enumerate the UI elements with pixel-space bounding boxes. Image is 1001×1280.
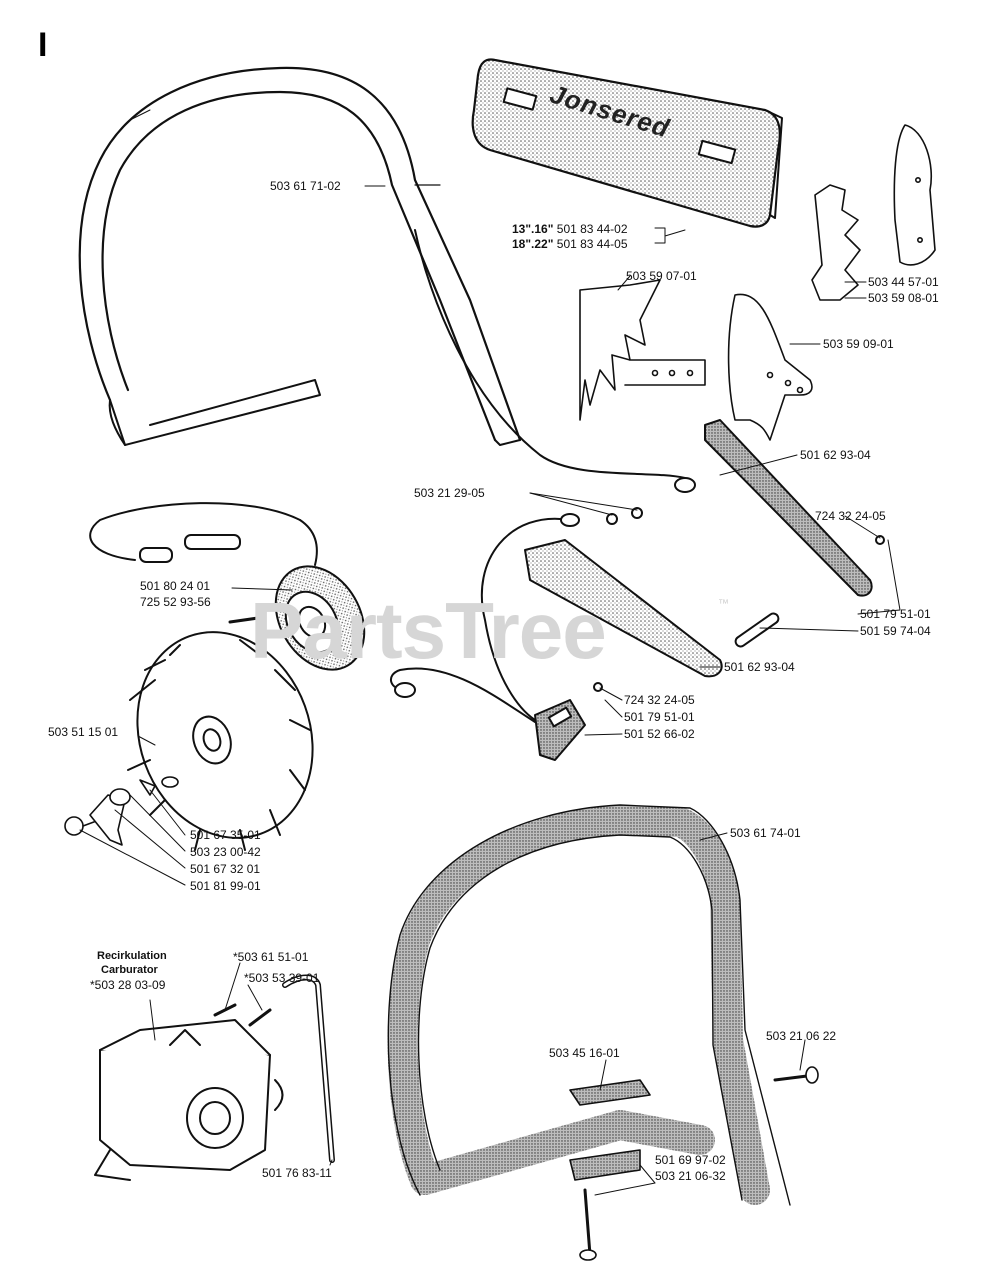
carburetor-drawing: [94, 1003, 284, 1181]
label-front-handle[interactable]: 503 61 71-02: [270, 179, 341, 193]
label-ignition-coil-2[interactable]: 725 52 93-56: [140, 595, 211, 609]
label-bumper-spike-b[interactable]: 503 59 09-01: [823, 337, 894, 351]
label-pawl-1[interactable]: 501 67 35-01: [190, 828, 261, 842]
leader-lines: [79, 185, 901, 1196]
flywheel-drawing: [127, 631, 314, 851]
pawl-assembly-drawing: [64, 776, 179, 846]
label-rear-handle[interactable]: 503 61 74-01: [730, 826, 801, 840]
label-washer-top[interactable]: 724 32 24-05: [815, 509, 886, 523]
label-carb-main[interactable]: *503 28 03-09: [90, 978, 166, 992]
watermark: PartsTree: [250, 586, 607, 675]
bar-guard-13-size: 13".16": [512, 222, 554, 236]
ignition-coil-drawing: [228, 565, 366, 671]
label-pawl-2[interactable]: 503 23 00-42: [190, 845, 261, 859]
switch-drawing: [534, 699, 586, 761]
label-bumper-spike-a[interactable]: 503 59 07-01: [626, 269, 697, 283]
heater-elements-drawing: [524, 419, 885, 692]
label-spring-washer-right[interactable]: 501 79 51-01: [860, 607, 931, 621]
label-screw-a[interactable]: 503 21 29-05: [414, 486, 485, 500]
label-heater-element-lower[interactable]: 501 62 93-04: [724, 660, 795, 674]
label-pawl-3[interactable]: 501 67 32 01: [190, 862, 261, 876]
label-carb-screw-1[interactable]: *503 61 51-01: [233, 950, 309, 964]
carburetor-title: Recirkulation Carburator: [97, 949, 167, 977]
label-bumper-plate-1[interactable]: 503 44 57-01: [868, 275, 939, 289]
rear-handle-drawing: [387, 804, 791, 1206]
label-bar-guard-18[interactable]: 18".22" 501 83 44-05: [512, 237, 628, 251]
label-flywheel[interactable]: 503 51 15 01: [48, 725, 119, 739]
hex-key-drawing: [282, 974, 335, 1163]
bar-guard-13-number: 501 83 44-02: [556, 222, 628, 236]
label-switch[interactable]: 501 52 66-02: [624, 727, 695, 741]
label-damper-cover[interactable]: 501 69 97-02: [655, 1153, 726, 1167]
label-damper[interactable]: 503 45 16-01: [549, 1046, 620, 1060]
bar-guard-18-size: 18".22": [512, 237, 554, 251]
label-bumper-plate-2[interactable]: 503 59 08-01: [868, 291, 939, 305]
damper-drawing: [569, 1066, 819, 1261]
label-damper-screw[interactable]: 503 21 06-32: [655, 1169, 726, 1183]
carburetor-title-line-2: Carburator: [101, 964, 158, 976]
bumper-spike-drawings: [579, 124, 936, 441]
label-pawl-screw[interactable]: 501 81 99-01: [190, 879, 261, 893]
carburetor-title-line-1: Recirkulation: [97, 950, 167, 962]
label-ignition-coil-1[interactable]: 501 80 24 01: [140, 579, 211, 593]
label-rear-screw[interactable]: 503 21 06 22: [766, 1029, 837, 1043]
label-spring-washer-lower[interactable]: 501 79 51-01: [624, 710, 695, 724]
label-heater-element-top[interactable]: 501 62 93-04: [800, 448, 871, 462]
label-washer-lower[interactable]: 724 32 24-05: [624, 693, 695, 707]
bar-guard-18-number: 501 83 44-05: [556, 237, 628, 251]
front-handle-drawing: [78, 66, 522, 446]
bar-guard-drawing: [471, 58, 783, 228]
watermark-trademark: ™: [718, 598, 729, 610]
label-bar-guard-13[interactable]: 13".16" 501 83 44-02: [512, 222, 628, 236]
label-pin[interactable]: 501 59 74-04: [860, 624, 931, 638]
label-carb-screw-2[interactable]: *503 53 39-01: [244, 971, 320, 985]
wiring-drawing: [89, 229, 696, 723]
section-letter: I: [38, 26, 48, 64]
label-hex-key[interactable]: 501 76 83-11: [262, 1166, 332, 1180]
